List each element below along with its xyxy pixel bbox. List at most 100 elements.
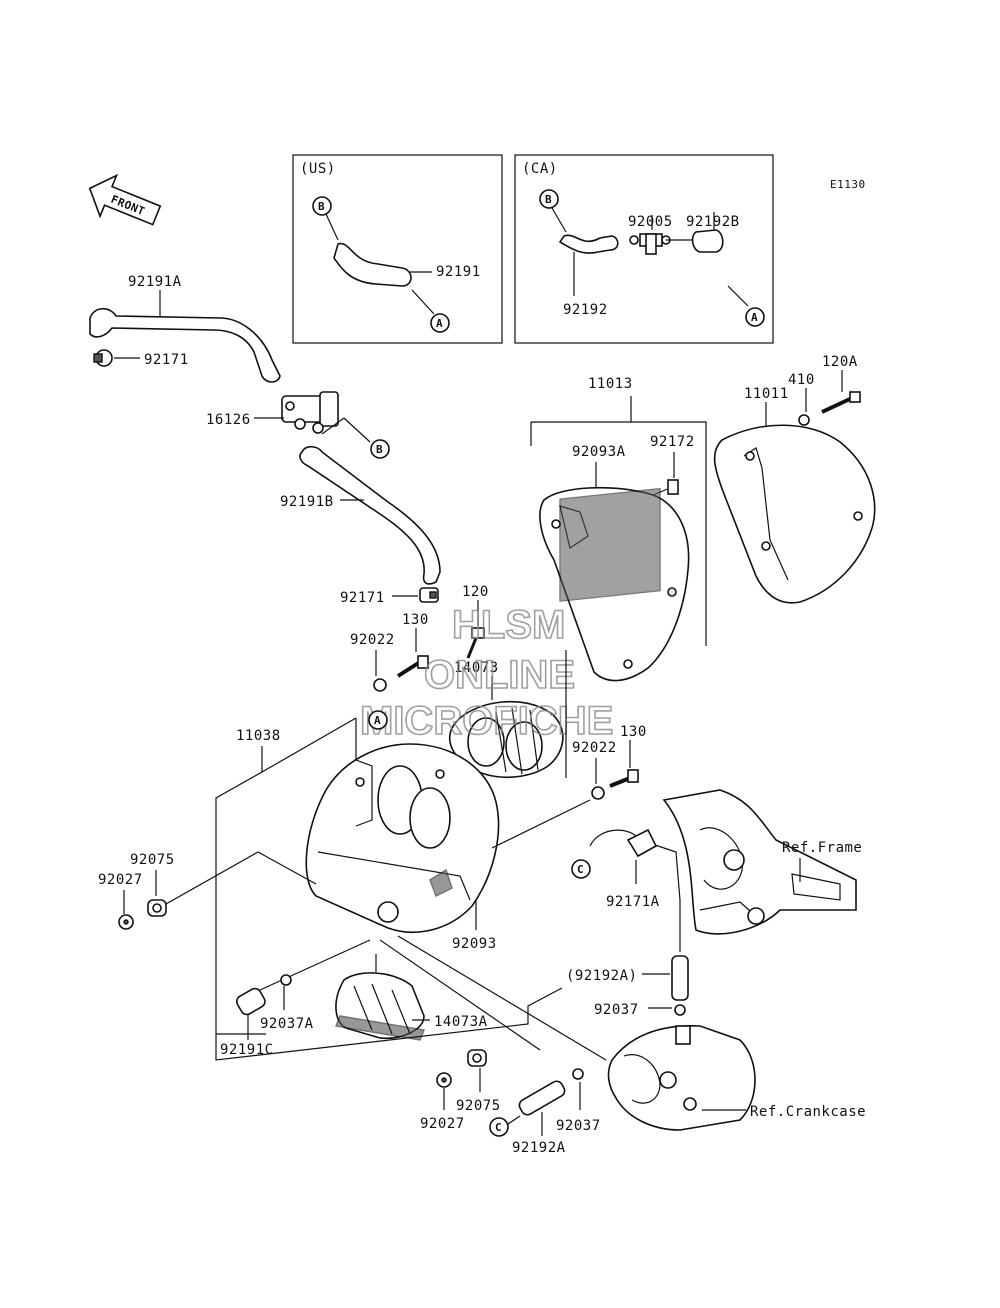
label-92022-right: 92022 xyxy=(572,740,617,756)
label-92093A: 92093A xyxy=(572,444,626,460)
label-92037A: 92037A xyxy=(260,1016,314,1032)
label-92191A: 92191A xyxy=(128,274,182,290)
tee-92005-part xyxy=(629,233,671,255)
bolt-130-left-part xyxy=(396,655,429,678)
hose-92191C-part xyxy=(236,987,266,1016)
clip-92037-bottom-part xyxy=(572,1068,584,1080)
label-92037-bottom: 92037 xyxy=(556,1118,601,1134)
watermark-line1: HLSM xyxy=(452,603,565,647)
screw-92027-bottom-part xyxy=(436,1072,452,1088)
label-92075-bottom: 92075 xyxy=(456,1098,501,1114)
callout-c-right-label: C xyxy=(577,863,584,876)
hose-92192B-part xyxy=(691,229,724,253)
callout-a-main-label: A xyxy=(374,714,381,727)
callout-c-right xyxy=(571,859,591,879)
label-92037-right: 92037 xyxy=(594,1002,639,1018)
bolt-120-part xyxy=(466,627,485,659)
callout-b-ca-label: B xyxy=(545,193,552,206)
clip-92037-right-part xyxy=(674,1004,686,1016)
label-120A: 120A xyxy=(822,354,858,370)
hose-92192-part xyxy=(558,234,619,254)
callout-a-main xyxy=(368,710,388,730)
label-14073A: 14073A xyxy=(434,1014,488,1030)
callout-b-us-label: B xyxy=(318,200,325,213)
washer-92022-right-part xyxy=(591,786,605,800)
ref-crankcase-label: Ref.Crankcase xyxy=(750,1104,866,1120)
label-92022-left: 92022 xyxy=(350,632,395,648)
label-11011: 11011 xyxy=(744,386,789,402)
mounting-hardware-upper: 120 130 92022 14073 xyxy=(350,584,564,779)
us-box-title: (US) xyxy=(300,161,336,177)
ca-variant-box: (CA) B 92192 92005 92192B A xyxy=(514,154,774,344)
callout-a-ca-label: A xyxy=(751,311,758,324)
lower-duct-assembly: 14073A 92037A 92191C xyxy=(215,935,607,1061)
label-92191B: 92191B xyxy=(280,494,334,510)
callout-b-ca xyxy=(539,189,559,209)
label-92171-mid: 92171 xyxy=(340,590,385,606)
watermark-line3: MICROFICHE xyxy=(360,699,613,743)
callout-b-main xyxy=(370,439,390,459)
label-92171A: 92171A xyxy=(606,894,660,910)
label-120-mid: 120 xyxy=(462,584,489,600)
clamp-92171A-assembly: C 92171A xyxy=(571,828,681,952)
washer-410-part xyxy=(798,414,810,426)
callout-b-main-label: B xyxy=(376,443,383,456)
label-14073: 14073 xyxy=(454,660,499,676)
us-variant-box: (US) B 92191 A xyxy=(292,154,503,344)
watermark: HLSM ONLINE MICROFICHE xyxy=(359,602,614,744)
label-92027-bottom: 92027 xyxy=(420,1116,465,1132)
label-92192B: 92192B xyxy=(686,214,740,230)
element-mesh xyxy=(559,487,661,602)
hose-92192A-bottom-part xyxy=(518,1080,566,1116)
ca-box-title: (CA) xyxy=(522,161,558,177)
label-92171-top: 92171 xyxy=(144,352,189,368)
clamp-92171-mid-part xyxy=(419,587,439,603)
label-130-right: 130 xyxy=(620,724,647,740)
hose-92191A-part xyxy=(89,307,281,383)
label-92192A-bottom: 92192A xyxy=(512,1140,566,1156)
label-11013: 11013 xyxy=(588,376,633,392)
grommet-92075-left-part xyxy=(147,899,167,917)
breather-hose-assembly: 92191A 92171 16126 B 92191B 92171 xyxy=(89,274,441,606)
label-130-left: 130 xyxy=(402,612,429,628)
label-92192A-paren: (92192A) xyxy=(566,968,637,984)
label-92005: 92005 xyxy=(628,214,673,230)
clip-92037A-part xyxy=(280,974,292,986)
diagram-code: E1130 xyxy=(830,178,866,191)
callout-c-bottom xyxy=(489,1117,509,1137)
ref-frame-label: Ref.Frame xyxy=(782,840,862,856)
label-92075-left: 92075 xyxy=(130,852,175,868)
screw-92027-left-part xyxy=(118,914,134,930)
crankcase-reference: (92192A) 92037 Ref.Crankcase xyxy=(566,955,866,1131)
bottom-hardware-row: 92027 92075 C 92192A 92037 xyxy=(420,1049,601,1156)
hose-92192A-right-part xyxy=(671,955,689,1001)
label-92027-left: 92027 xyxy=(98,872,143,888)
label-16126: 16126 xyxy=(206,412,251,428)
callout-c-bottom-label: C xyxy=(495,1121,502,1134)
valve-16126-part xyxy=(281,391,339,434)
callout-a-us xyxy=(430,313,450,333)
left-grommet-assembly: 92075 92027 xyxy=(98,851,317,930)
duct-14073-part xyxy=(448,700,564,779)
callout-a-us-label: A xyxy=(436,317,443,330)
clamp-92171A-part xyxy=(626,828,658,858)
hose-92191-part xyxy=(333,242,412,287)
clamp-92171-top-part xyxy=(93,349,113,367)
callout-b-us xyxy=(312,196,332,216)
air-cleaner-cover-11011: 11011 410 120A xyxy=(713,354,876,604)
duct-14073A-part xyxy=(335,972,425,1041)
label-92172: 92172 xyxy=(650,434,695,450)
washer-92022-left-part xyxy=(373,678,387,692)
label-92093: 92093 xyxy=(452,936,497,952)
air-filter-element-11013: 11013 92093A 92172 xyxy=(530,376,707,682)
grommet-92075-bottom-part xyxy=(467,1049,487,1067)
bolt-130-right-part xyxy=(609,769,639,788)
label-92191C: 92191C xyxy=(220,1042,274,1058)
label-410: 410 xyxy=(788,372,815,388)
air-cleaner-housing-11038: 11038 xyxy=(215,717,500,1035)
mounting-hardware-right: 92022 130 xyxy=(491,650,647,849)
hose-92191B-part xyxy=(299,445,441,585)
label-92191: 92191 xyxy=(436,264,481,280)
frame-reference: Ref.Frame xyxy=(662,789,862,935)
